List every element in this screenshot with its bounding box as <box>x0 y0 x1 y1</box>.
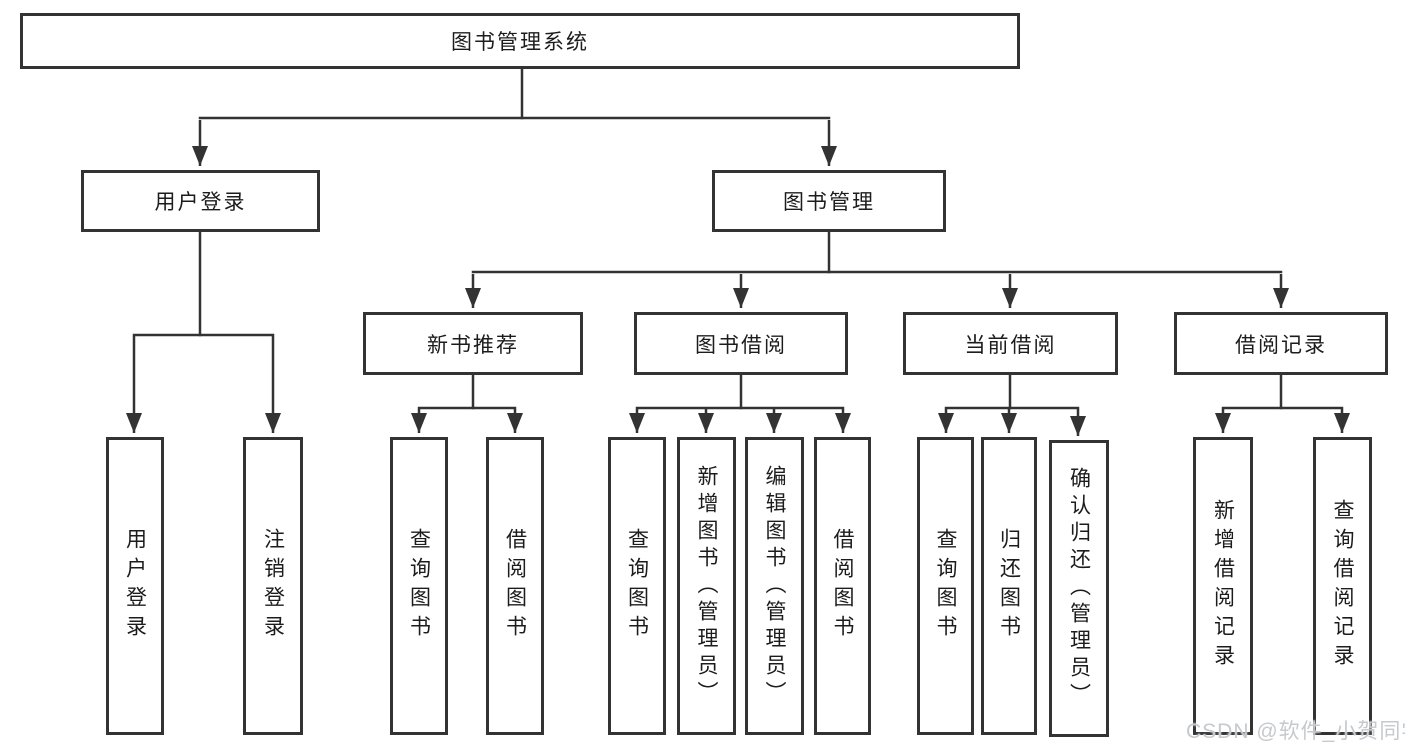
leaf-edit-book-admin: 编辑图书（管理员） <box>745 437 804 735</box>
leaf-label: 确认归还（管理员） <box>1067 467 1091 710</box>
leaf-label: 新增借阅记录 <box>1211 499 1235 673</box>
leaf-query-book-recommend: 查询图书 <box>390 437 448 735</box>
leaf-query-book-current: 查询图书 <box>917 437 974 735</box>
leaf-add-book-admin: 新增图书（管理员） <box>677 437 736 735</box>
leaf-label: 用户登录 <box>123 528 147 644</box>
leaf-label: 查询借阅记录 <box>1331 499 1354 673</box>
leaf-label: 归还图书 <box>997 528 1021 644</box>
leaf-label: 查询图书 <box>934 528 957 644</box>
watermark: CSDN @软件_小贺同学 <box>1186 720 1405 743</box>
leaf-query-book-borrow: 查询图书 <box>608 437 666 735</box>
leaf-borrow-book-recommend: 借阅图书 <box>486 437 544 735</box>
leaf-user-login: 用户登录 <box>106 437 164 735</box>
leaf-confirm-return-admin: 确认归还（管理员） <box>1049 440 1109 737</box>
node-borrow-record: 借阅记录 <box>1174 312 1388 375</box>
leaf-label: 查询图书 <box>625 528 649 644</box>
leaf-label: 编辑图书（管理员） <box>763 464 786 708</box>
node-book-borrow: 图书借阅 <box>634 312 848 375</box>
leaf-label: 借阅图书 <box>831 528 854 644</box>
leaf-label: 注销登录 <box>261 528 285 644</box>
leaf-logout: 注销登录 <box>243 437 303 735</box>
leaf-return-book: 归还图书 <box>981 437 1037 735</box>
leaf-borrow-book: 借阅图书 <box>814 437 871 735</box>
node-current-borrow: 当前借阅 <box>903 312 1118 375</box>
leaf-query-borrow-record: 查询借阅记录 <box>1313 437 1372 735</box>
leaf-add-borrow-record: 新增借阅记录 <box>1193 437 1253 735</box>
node-new-book-recommend: 新书推荐 <box>363 312 583 375</box>
leaf-label: 借阅图书 <box>503 528 527 644</box>
node-library-management-system: 图书管理系统 <box>20 13 1020 69</box>
node-book-management: 图书管理 <box>712 170 946 232</box>
leaf-label: 查询图书 <box>407 528 431 644</box>
node-user-login: 用户登录 <box>81 170 320 232</box>
leaf-label: 新增图书（管理员） <box>695 464 718 708</box>
